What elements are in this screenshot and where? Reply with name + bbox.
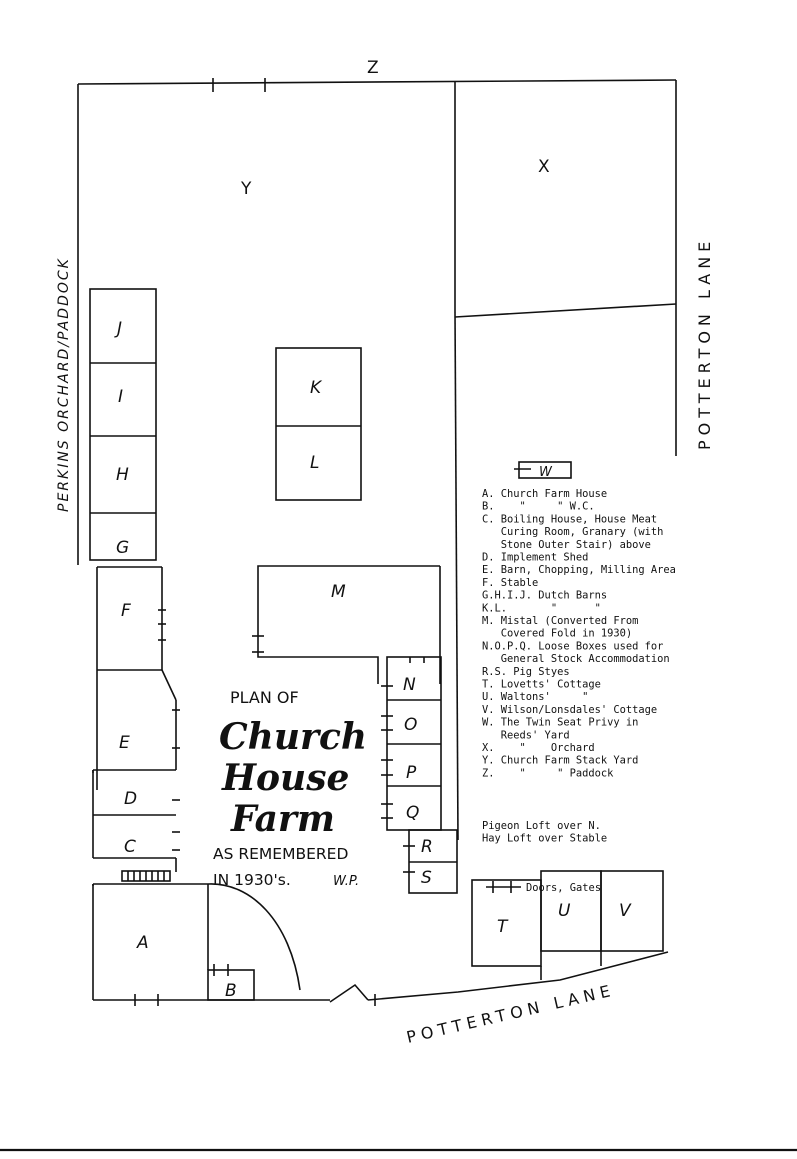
- plan-title-line-1: PLAN OF: [230, 688, 299, 707]
- plan-subtitle-line-2: IN 1930's.: [213, 871, 291, 889]
- legend-line: B. " " W.C.: [482, 501, 595, 513]
- legend-line: D. Implement Shed: [482, 552, 588, 564]
- loose-boxes: [381, 656, 458, 894]
- plan-title-line-2: Church: [219, 716, 367, 758]
- area-label-m: M: [331, 582, 346, 602]
- area-label-i: I: [118, 387, 123, 407]
- mistal-building: [252, 565, 441, 684]
- west-range: [92, 566, 180, 882]
- privy-w: [514, 461, 572, 479]
- legend-doors-gates: Doors, Gates: [526, 882, 601, 894]
- area-label-n: N: [403, 675, 416, 695]
- road-label-perkins-orchard: PERKINS ORCHARD/PADDOCK: [56, 257, 72, 512]
- area-label-g: G: [116, 538, 129, 558]
- farm-house: [92, 883, 669, 1006]
- legend-line: Y. Church Farm Stack Yard: [482, 755, 638, 767]
- area-label-r: R: [421, 837, 433, 857]
- area-label-d: D: [124, 789, 137, 809]
- legend-note: Pigeon Loft over N.: [482, 820, 601, 832]
- area-label-x: X: [538, 157, 551, 177]
- area-label-j: J: [114, 319, 122, 339]
- legend-line: G.H.I.J. Dutch Barns: [482, 590, 607, 602]
- area-label-k: K: [310, 378, 323, 398]
- plan-title-line-3: House: [221, 757, 349, 799]
- legend-line: Curing Room, Granary (with: [482, 526, 663, 538]
- field-boundaries: [77, 78, 677, 841]
- legend-line: T. Lovetts' Cottage: [482, 679, 601, 691]
- area-label-e: E: [119, 733, 130, 753]
- legend-line: A. Church Farm House: [482, 488, 607, 500]
- legend-note: Hay Loft over Stable: [482, 833, 607, 845]
- dutch-barns: [89, 288, 157, 561]
- area-label-f: F: [121, 601, 131, 621]
- plan-subtitle-line-1: AS REMEMBERED: [213, 845, 348, 863]
- road-label-potterton-lane-south: POTTERTON LANE: [405, 980, 617, 1046]
- area-label-t: T: [497, 917, 509, 937]
- legend-line: W. The Twin Seat Privy in: [482, 717, 638, 729]
- area-label-l: L: [310, 453, 319, 473]
- cottages: [471, 870, 664, 980]
- legend-line: U. Waltons' ": [482, 691, 588, 703]
- area-label-w: W: [539, 465, 553, 480]
- legend-line: M. Mistal (Converted From: [482, 615, 638, 627]
- legend-line: K.L. " ": [482, 602, 601, 614]
- legend-line: X. " Orchard: [482, 742, 595, 754]
- legend-line: E. Barn, Chopping, Milling Area: [482, 564, 676, 576]
- area-label-q: Q: [406, 803, 419, 823]
- area-label-b: B: [225, 981, 237, 1001]
- area-label-o: O: [404, 715, 417, 735]
- area-label-c: C: [124, 837, 136, 857]
- doors-gates-symbol: [486, 881, 521, 893]
- area-label-p: P: [406, 763, 417, 783]
- legend-line: C. Boiling House, House Meat: [482, 513, 657, 525]
- road-label-potterton-lane-east: POTTERTON LANE: [695, 237, 714, 450]
- area-label-z: Z: [367, 58, 380, 78]
- area-label-v: V: [619, 901, 632, 921]
- legend-line: V. Wilson/Lonsdales' Cottage: [482, 704, 657, 716]
- legend-notes: Pigeon Loft over N.Hay Loft over Stable: [482, 820, 607, 845]
- legend-line: Reeds' Yard: [482, 729, 570, 741]
- area-label-u: U: [558, 901, 571, 921]
- legend-line: Z. " " Paddock: [482, 767, 614, 779]
- legend-line: F. Stable: [482, 577, 538, 589]
- area-label-h: H: [116, 465, 129, 485]
- legend-line: Covered Fold in 1930): [482, 628, 632, 640]
- legend-line: R.S. Pig Styes: [482, 666, 570, 678]
- legend-line: General Stock Accommodation: [482, 653, 670, 665]
- plan-title-line-4: Farm: [230, 798, 335, 840]
- dutch-barns-k-l: [275, 347, 362, 501]
- plan-initials: W.P.: [333, 874, 359, 889]
- area-label-s: S: [421, 868, 432, 888]
- area-label-y: Y: [240, 179, 252, 199]
- area-label-a: A: [136, 933, 149, 953]
- legend-line: Stone Outer Stair) above: [482, 539, 651, 551]
- legend-line: N.O.P.Q. Loose Boxes used for: [482, 640, 663, 652]
